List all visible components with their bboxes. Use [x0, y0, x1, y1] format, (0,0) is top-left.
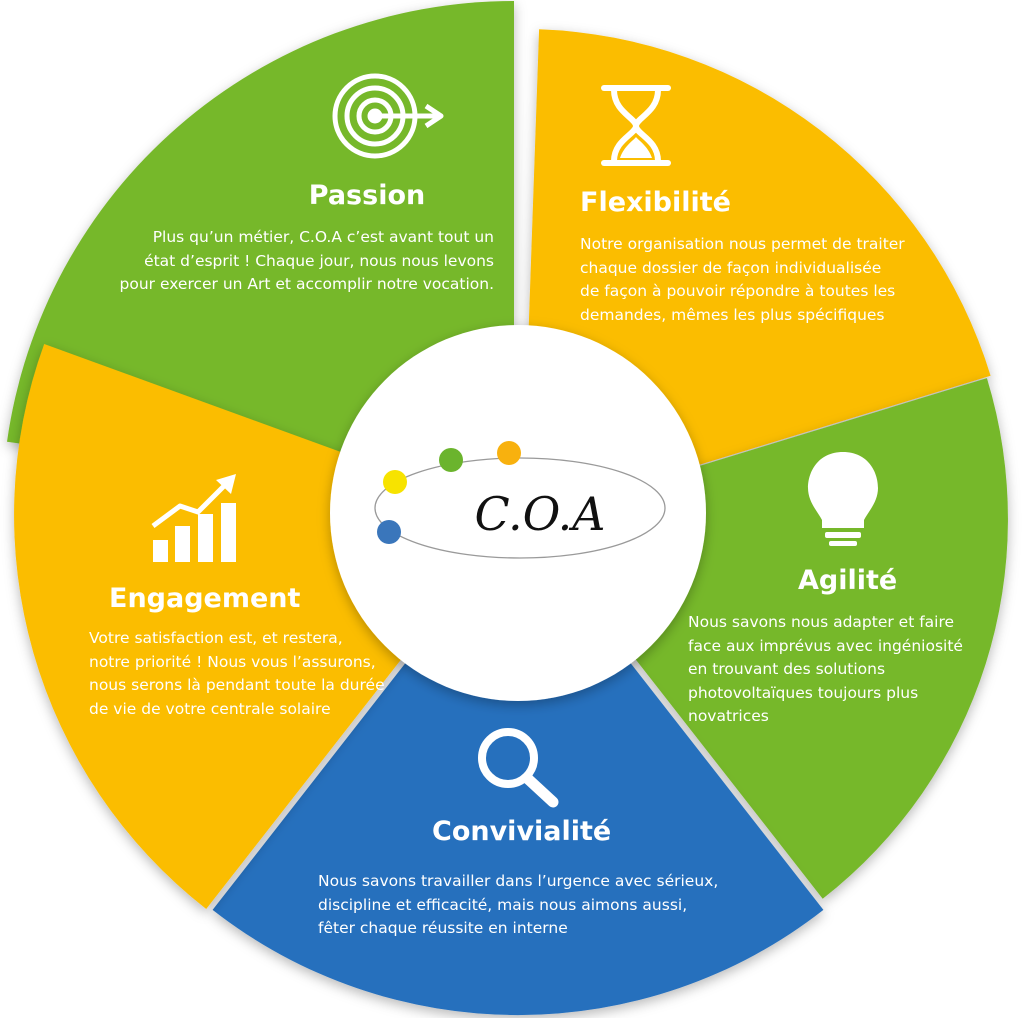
- segment-convivialite: Convivialité Nous savons travailler dans…: [318, 816, 738, 941]
- description-line: Notre organisation nous permet de traite…: [580, 235, 905, 253]
- growth-chart-icon: [151, 474, 236, 562]
- description-line: Nous savons travailler dans l’urgence av…: [318, 872, 719, 890]
- logo-dot-green: [439, 448, 463, 472]
- logo-dot-blue: [377, 520, 401, 544]
- segment-description: Votre satisfaction est, et restera, notr…: [89, 627, 389, 721]
- description-line: novatrices: [688, 707, 769, 725]
- logo-dot-orange: [497, 441, 521, 465]
- segment-description: Nous savons travailler dans l’urgence av…: [318, 870, 738, 941]
- description-line: notre priorité ! Nous vous l’assurons,: [89, 652, 376, 671]
- segment-title: Flexibilité: [580, 187, 731, 218]
- segment-title: Passion: [308, 180, 426, 211]
- description-line: état d’esprit ! Chaque jour, nous nous l…: [144, 251, 494, 270]
- description-line: Plus qu’un métier, C.O.A c’est avant tou…: [152, 228, 494, 246]
- segment-flexibilite: Flexibilité Notre organisation nous perm…: [580, 187, 940, 327]
- description-line: Votre satisfaction est, et restera,: [89, 629, 343, 647]
- description-line: fêter chaque réussite en interne: [318, 919, 568, 937]
- segment-title: Engagement: [109, 583, 301, 614]
- center-circle: [330, 325, 706, 701]
- center-logo: C.O.A: [330, 325, 706, 701]
- logo-dot-yellow: [383, 470, 407, 494]
- description-line: en trouvant des solutions: [688, 660, 886, 678]
- description-line: demandes, mêmes les plus spécifiques: [580, 305, 885, 324]
- logo-text: C.O.A: [474, 487, 605, 541]
- segment-title: Agilité: [798, 565, 898, 596]
- target-icon: [332, 73, 444, 159]
- description-line: nous serons là pendant toute la durée: [89, 676, 385, 694]
- description-line: Nous savons nous adapter et faire: [688, 613, 955, 631]
- description-line: discipline et efficacité, mais nous aimo…: [318, 895, 688, 914]
- segment-description: Nous savons nous adapter et faire face a…: [688, 611, 988, 729]
- description-line: photovoltaïques toujours plus: [688, 683, 919, 702]
- description-line: face aux imprévus avec ingéniosité: [688, 636, 963, 655]
- logo-orbit: [374, 457, 666, 559]
- segment-passion: Passion Plus qu’un métier, C.O.A c’est a…: [100, 180, 494, 297]
- hourglass-icon: [601, 85, 671, 166]
- segment-engagement: Engagement Votre satisfaction est, et re…: [89, 583, 389, 721]
- segment-agilite: Agilité Nous savons nous adapter et fair…: [688, 565, 988, 729]
- description-line: pour exercer un Art et accomplir notre v…: [119, 275, 494, 293]
- description-line: de vie de votre centrale solaire: [89, 699, 331, 718]
- segment-convivialite-shape: [212, 519, 824, 1016]
- segment-description: Notre organisation nous permet de traite…: [580, 233, 940, 327]
- segment-title: Convivialité: [432, 816, 612, 847]
- segment-description: Plus qu’un métier, C.O.A c’est avant tou…: [100, 226, 494, 297]
- description-line: chaque dossier de façon individualisée: [580, 258, 882, 277]
- description-line: de façon à pouvoir répondre à toutes les: [580, 282, 896, 300]
- magnifier-icon: [478, 728, 559, 808]
- lightbulb-icon: [808, 452, 878, 546]
